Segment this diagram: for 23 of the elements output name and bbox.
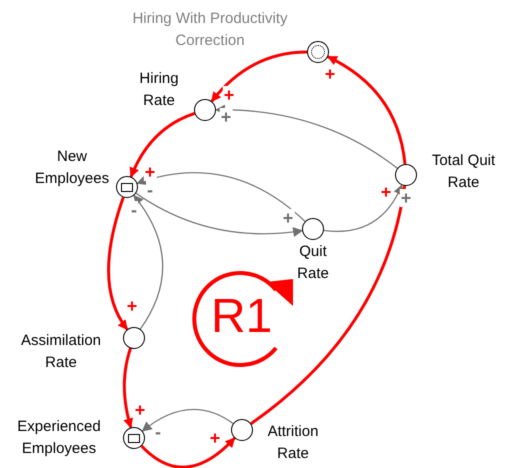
- arrow: [324, 184, 403, 232]
- variable-label: Assimilation Rate: [20, 331, 102, 373]
- arrow: [250, 184, 408, 425]
- variable-label: Attrition Rate: [266, 422, 320, 464]
- variable-label: Hiring Rate: [138, 69, 180, 111]
- arrow: [142, 408, 234, 432]
- variable-label: Quit Rate: [296, 242, 330, 284]
- arrow: [136, 192, 304, 237]
- variable-label: Hiring With Productivity Correction: [131, 9, 289, 51]
- arrow: [130, 112, 196, 178]
- arrow: [327, 55, 406, 164]
- loop-label: R1: [211, 293, 272, 341]
- polarity-label: +: [400, 189, 412, 207]
- arrow: [107, 196, 128, 330]
- arrow: [133, 194, 164, 330]
- arrow: [122, 348, 134, 428]
- variable-label: Experienced Employees: [16, 417, 102, 459]
- arrow: [140, 437, 236, 468]
- arrow: [215, 104, 398, 169]
- variable-label: New Employees: [34, 147, 110, 189]
- variable-label: Total Quit Rate: [430, 151, 496, 193]
- arrow: [136, 172, 306, 222]
- arrow: [210, 50, 308, 102]
